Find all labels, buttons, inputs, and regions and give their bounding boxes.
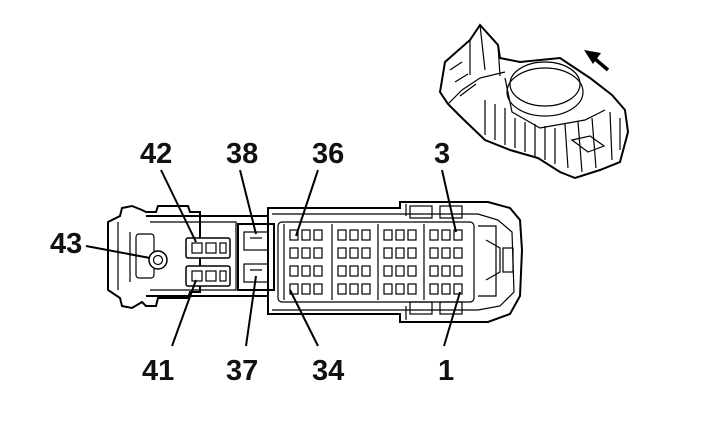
pin-label-41: 41 (142, 355, 174, 387)
leader-3 (441, 169, 457, 233)
leader-lines (85, 169, 461, 347)
pin-label-43: 43 (50, 228, 82, 260)
leader-1 (443, 291, 461, 347)
pin-grid (277, 221, 475, 303)
leader-42 (160, 169, 197, 243)
pin-label-36: 36 (312, 138, 344, 170)
connector-face-outline (107, 201, 524, 323)
pin-label-37: 37 (226, 355, 258, 387)
pin-label-38: 38 (226, 138, 258, 170)
leader-43 (85, 245, 151, 259)
connector-3d-view (438, 23, 630, 180)
pin-label-3: 3 (434, 138, 450, 170)
insertion-direction-arrow-icon (584, 50, 610, 72)
leader-38 (239, 169, 257, 235)
pin-label-42: 42 (140, 138, 172, 170)
leader-36 (295, 169, 319, 237)
leader-34 (289, 289, 319, 347)
pin-label-1: 1 (438, 355, 454, 387)
pin-label-34: 34 (312, 355, 344, 387)
leader-37 (245, 275, 257, 347)
leader-41 (171, 279, 197, 347)
